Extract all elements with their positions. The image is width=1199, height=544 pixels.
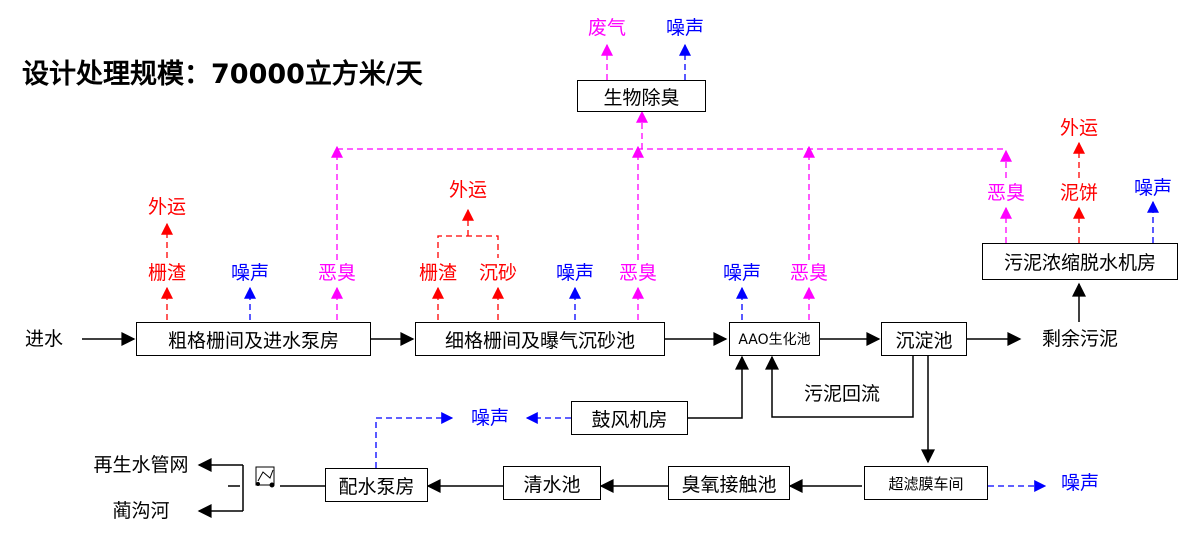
transport-label-coarse: 外运 bbox=[147, 196, 187, 218]
sludge-cake-label: 泥饼 bbox=[1059, 182, 1099, 204]
biological-deodorization: 生物除臭 bbox=[577, 80, 706, 112]
odor-lines bbox=[331, 43, 1012, 320]
screenings-label-fine: 栅渣 bbox=[418, 262, 458, 284]
blower-room: 鼓风机房 bbox=[571, 401, 688, 435]
transport-label-fine: 外运 bbox=[448, 179, 488, 201]
noise-label-uf: 噪声 bbox=[1060, 472, 1100, 494]
grit-label: 沉砂 bbox=[478, 262, 518, 284]
odor-label-fine: 恶臭 bbox=[618, 262, 658, 284]
aao-biological-tank: AAO生化池 bbox=[729, 322, 820, 356]
noise-label-blower: 噪声 bbox=[470, 407, 510, 429]
river-label: 蔺沟河 bbox=[112, 500, 170, 522]
main-flow-lines bbox=[82, 282, 1086, 518]
odor-label-aao: 恶臭 bbox=[789, 262, 829, 284]
noise-label-aao: 噪声 bbox=[722, 262, 762, 284]
excess-sludge-label: 剩余污泥 bbox=[1041, 328, 1119, 350]
solid-waste-lines bbox=[161, 141, 1085, 320]
valve-icon bbox=[255, 466, 275, 488]
inlet-label: 进水 bbox=[24, 328, 64, 350]
odor-label-sludge: 恶臭 bbox=[986, 182, 1026, 204]
distribution-pump-room: 配水泵房 bbox=[325, 468, 428, 502]
transport-label-sludge: 外运 bbox=[1059, 117, 1099, 139]
noise-label-sludge: 噪声 bbox=[1133, 177, 1173, 199]
fine-screen-grit-chamber: 细格栅间及曝气沉砂池 bbox=[415, 322, 665, 356]
sludge-dewatering-room: 污泥浓缩脱水机房 bbox=[982, 243, 1178, 280]
noise-label-bio: 噪声 bbox=[665, 17, 705, 39]
clear-water-tank: 清水池 bbox=[503, 466, 601, 500]
noise-lines bbox=[244, 43, 1159, 492]
sludge-return-label: 污泥回流 bbox=[803, 383, 881, 405]
ultrafiltration-workshop: 超滤膜车间 bbox=[864, 466, 988, 500]
noise-label-coarse: 噪声 bbox=[230, 262, 270, 284]
waste-gas-label: 废气 bbox=[587, 17, 627, 39]
sedimentation-tank: 沉淀池 bbox=[881, 322, 967, 356]
ozone-contact-tank: 臭氧接触池 bbox=[668, 466, 790, 500]
noise-label-fine: 噪声 bbox=[555, 262, 595, 284]
odor-label-coarse: 恶臭 bbox=[317, 262, 357, 284]
design-capacity-title: 设计处理规模：70000立方米/天 bbox=[22, 59, 423, 90]
screenings-label-coarse: 栅渣 bbox=[147, 262, 187, 284]
coarse-screen-pump-room: 粗格栅间及进水泵房 bbox=[136, 322, 371, 356]
reclaimed-water-network-label: 再生水管网 bbox=[93, 454, 189, 476]
